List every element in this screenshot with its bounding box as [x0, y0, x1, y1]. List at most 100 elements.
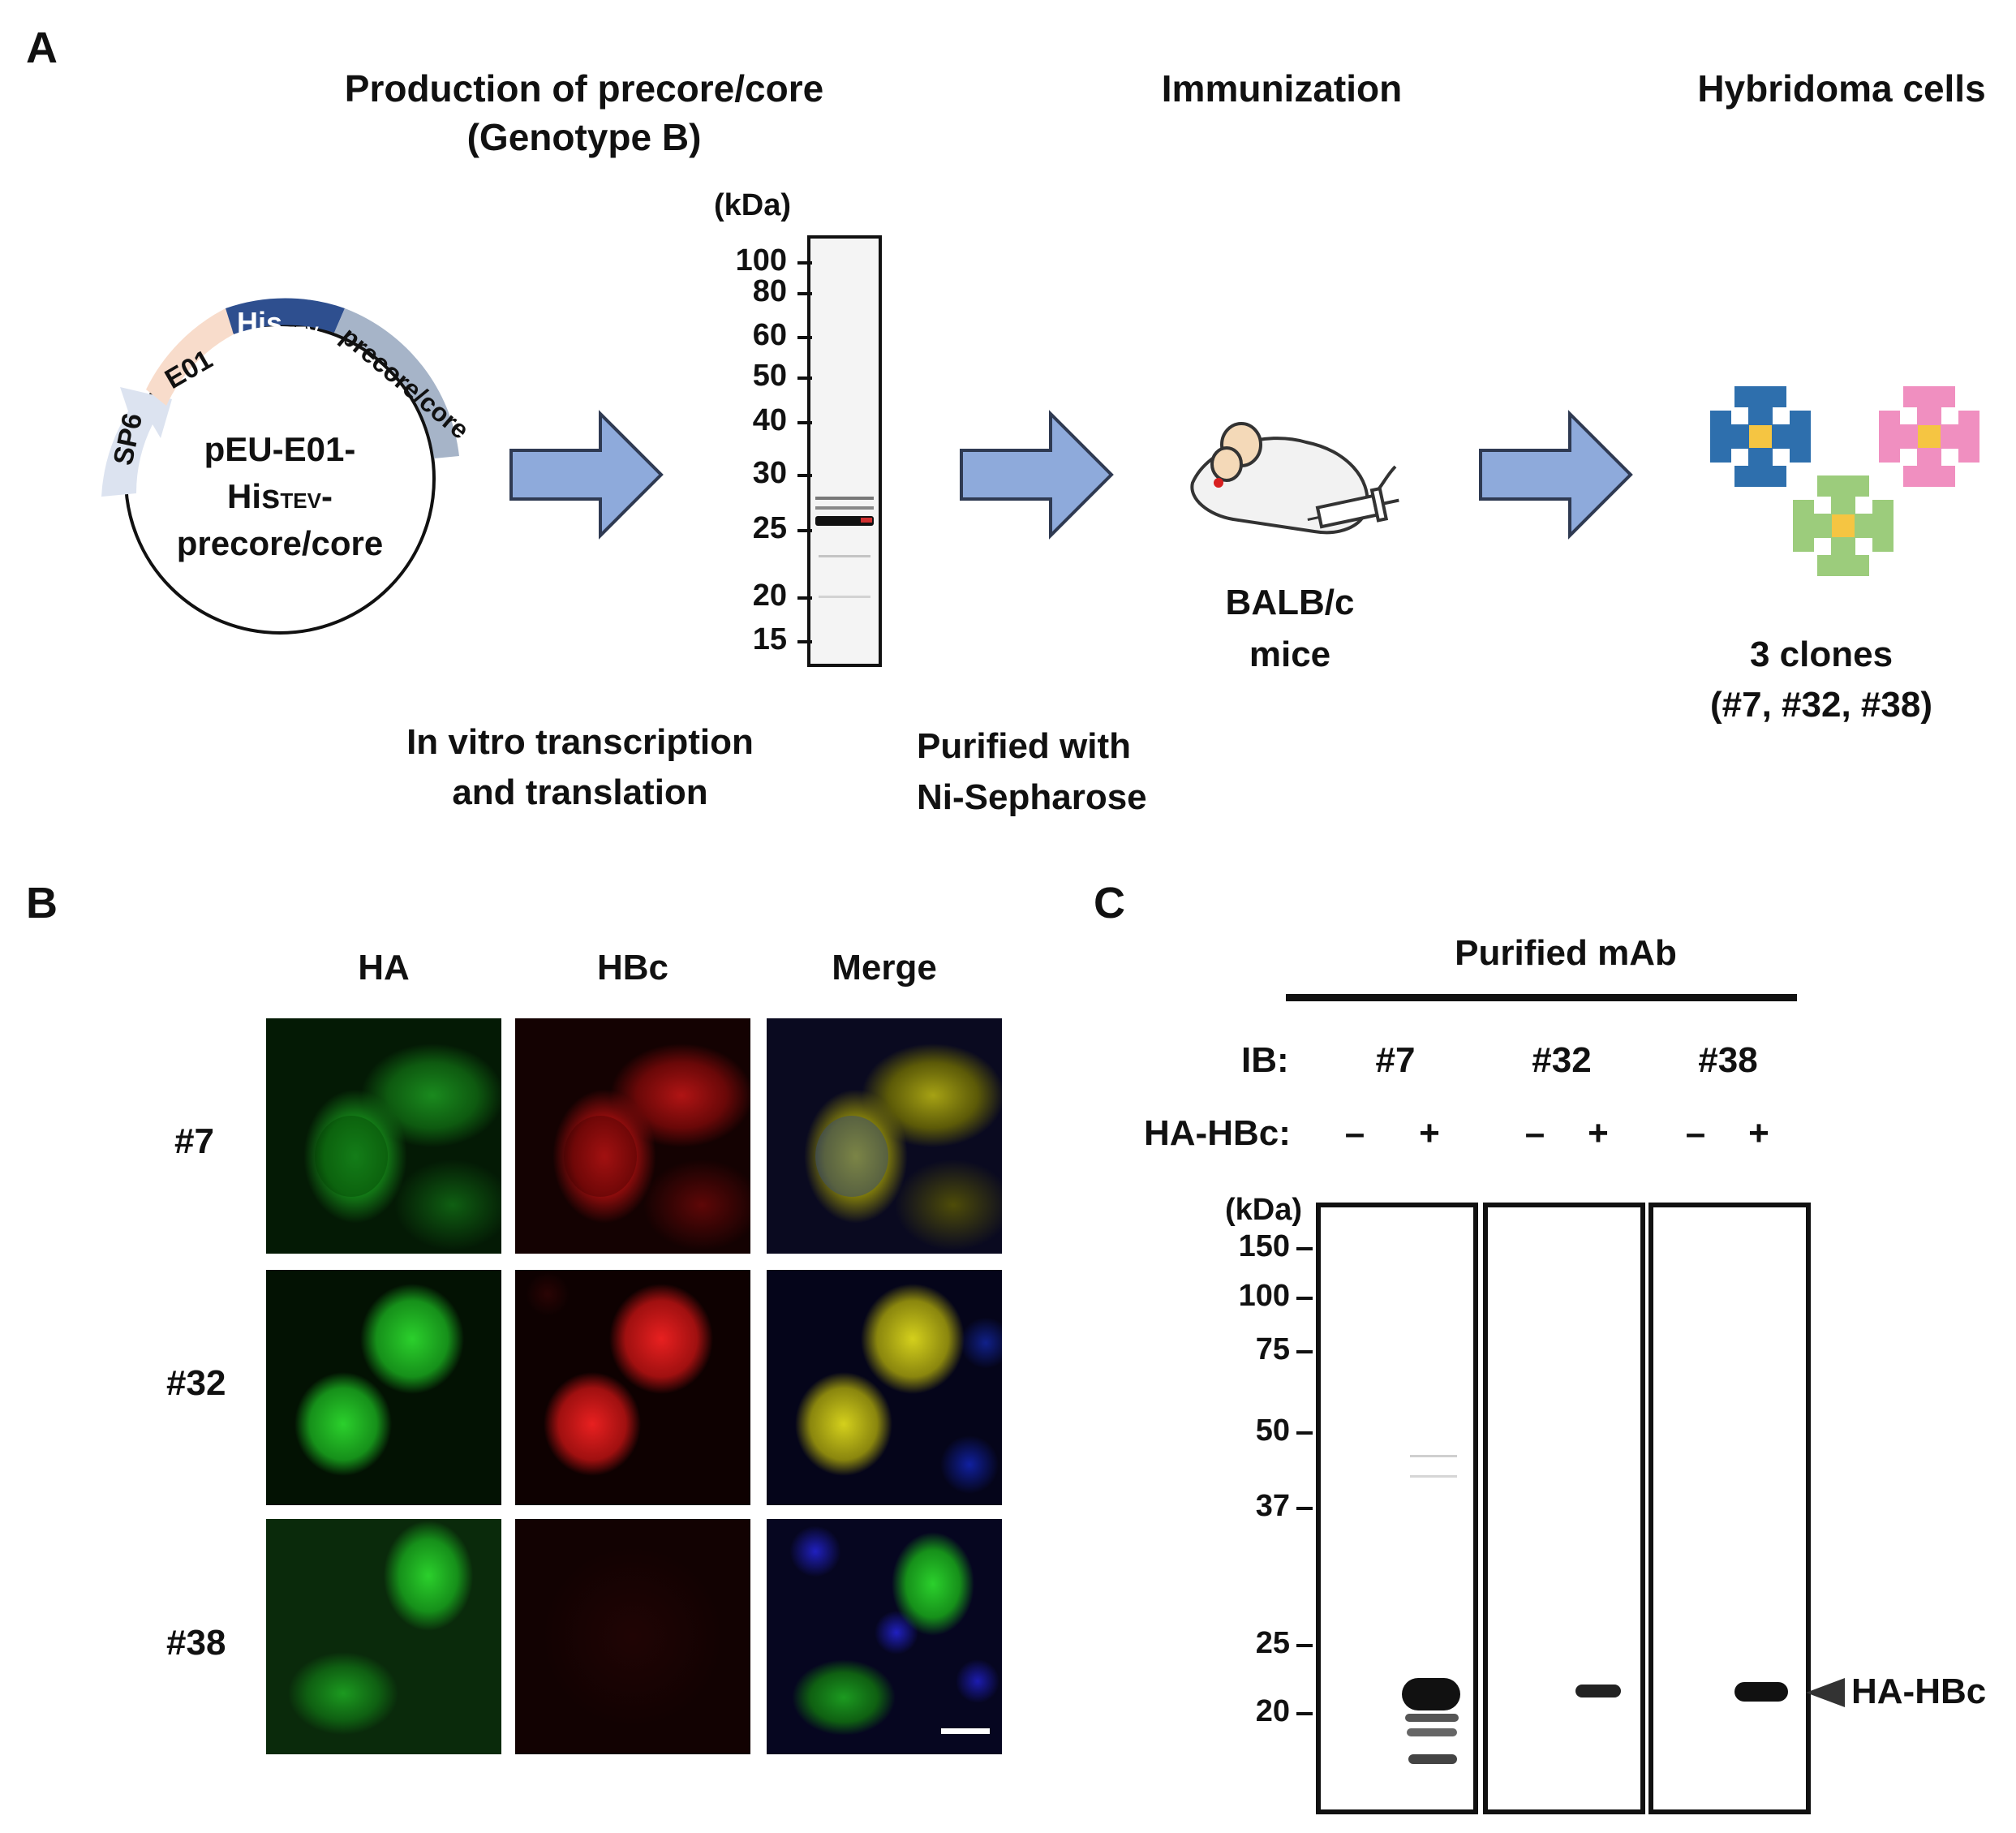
col-header-hbc: HBc — [596, 948, 669, 987]
hybridoma-title: Hybridoma cells — [1697, 67, 1986, 110]
sp6-segment — [101, 387, 172, 497]
production-title-line2: (Genotype B) — [466, 116, 702, 158]
col-header-merge: Merge — [832, 948, 937, 987]
blot-tick-75 — [1296, 1350, 1313, 1353]
his-sub-label: TEV — [284, 323, 319, 343]
image-ha-38 — [266, 1519, 501, 1754]
hybridoma-clones-icon — [1710, 386, 1979, 576]
sign-7-plus: + — [1419, 1113, 1440, 1153]
clone-pink — [1879, 386, 1979, 487]
clone-blue — [1710, 386, 1811, 487]
purified-mab-bar — [1286, 994, 1797, 1001]
precore-label: precore/core — [336, 321, 475, 445]
ib-clone-7: #7 — [1375, 1040, 1416, 1080]
step1-line2: and translation — [452, 772, 708, 812]
blot-38-band — [1734, 1682, 1788, 1702]
image-ha-7 — [266, 1018, 501, 1254]
sp6-label: SP6 — [108, 411, 149, 468]
image-hbc-38 — [515, 1519, 750, 1754]
gel-a-lane — [807, 235, 882, 667]
step1-line1: In vitro transcription — [406, 722, 754, 762]
blot-tick-150 — [1296, 1247, 1313, 1250]
immunization-title: Immunization — [1161, 67, 1403, 110]
panel-a-letter: A — [26, 24, 58, 72]
gel-a-marker-15: 15 — [752, 622, 787, 656]
gel-a-tick-15 — [797, 640, 812, 643]
ib-clone-38: #38 — [1698, 1040, 1758, 1080]
image-merge-32 — [767, 1270, 1002, 1505]
ib-label: IB: — [1241, 1040, 1289, 1080]
step2-line2: Ni-Sepharose — [917, 777, 1147, 817]
blot-tick-100 — [1296, 1297, 1313, 1300]
gel-a-marker-30: 30 — [752, 456, 787, 490]
blot-marker-25: 25 — [1255, 1626, 1290, 1660]
sign-32-plus: + — [1588, 1113, 1609, 1153]
gel-a-marker-50: 50 — [752, 359, 787, 393]
gel-a-unit: (kDa) — [714, 188, 792, 222]
gel-a-main-band — [815, 516, 874, 526]
gel-a-tick-30 — [797, 474, 812, 477]
blot-marker-37: 37 — [1255, 1489, 1290, 1523]
his-segment — [226, 298, 345, 334]
step2-line1: Purified with — [917, 726, 1131, 766]
clone-green — [1793, 475, 1893, 576]
sign-38-plus: + — [1748, 1113, 1769, 1153]
gel-a-tick-25 — [797, 529, 812, 532]
ib-clone-32: #32 — [1532, 1040, 1592, 1080]
blot-tick-20 — [1296, 1712, 1313, 1715]
band-arrowhead-icon — [1806, 1678, 1845, 1707]
plasmid-name-line3: precore/core — [176, 524, 384, 562]
gel-a-marker-20: 20 — [752, 579, 787, 613]
arrow-1 — [509, 410, 664, 540]
arrow-2 — [960, 410, 1114, 540]
image-merge-38 — [767, 1519, 1002, 1754]
purified-mab-header: Purified mAb — [1455, 933, 1677, 973]
panel-c-letter: C — [1094, 879, 1125, 927]
gel-a-marker-80: 80 — [752, 274, 787, 308]
gel-a-tick-50 — [797, 376, 812, 380]
blot-marker-100: 100 — [1238, 1279, 1290, 1313]
gel-a-marker-60: 60 — [752, 318, 787, 352]
col-header-ha: HA — [358, 948, 410, 987]
blot-marker-50: 50 — [1255, 1413, 1290, 1448]
sign-38-minus: – — [1685, 1113, 1706, 1153]
plasmid-name-line1: pEU-E01- — [204, 430, 356, 468]
blot-marker-150: 150 — [1238, 1229, 1290, 1263]
precore-segment — [334, 308, 459, 458]
gel-a-tick-100 — [797, 261, 812, 265]
blot-lane-38 — [1648, 1203, 1811, 1814]
blot-tick-37 — [1296, 1507, 1313, 1510]
image-hbc-7 — [515, 1018, 750, 1254]
production-title-line1: Production of precore/core — [344, 67, 824, 110]
image-hbc-32 — [515, 1270, 750, 1505]
band-label: HA-HBc — [1851, 1672, 1987, 1711]
mice-line1: BALB/c — [1225, 583, 1355, 622]
plasmid-map: SP6 E01 His TEV precore/core — [101, 298, 475, 635]
blot-tick-50 — [1296, 1431, 1313, 1435]
image-ha-32 — [266, 1270, 501, 1505]
blot-32-band — [1575, 1685, 1621, 1697]
gel-a-tick-40 — [797, 421, 812, 424]
sign-32-minus: – — [1524, 1113, 1545, 1153]
row-label-7: #7 — [174, 1121, 214, 1161]
blot-lane-7 — [1316, 1203, 1478, 1814]
sign-7-minus: – — [1344, 1113, 1365, 1153]
image-merge-7 — [767, 1018, 1002, 1254]
ha-hbc-label: HA-HBc: — [1144, 1113, 1291, 1153]
blot-marker-75: 75 — [1255, 1332, 1290, 1366]
row-label-32: #32 — [166, 1363, 226, 1403]
gel-a-tick-60 — [797, 336, 812, 339]
plasmid-name-line2: HisTEV- — [227, 477, 333, 515]
gel-a-tick-20 — [797, 596, 812, 600]
arrow-3 — [1479, 410, 1633, 540]
blot-7-band — [1402, 1678, 1460, 1710]
gel-c-unit: (kDa) — [1225, 1193, 1303, 1227]
clones-line1: 3 clones — [1749, 635, 1893, 674]
gel-a-marker-100: 100 — [735, 243, 787, 278]
gel-a-marker-40: 40 — [752, 403, 787, 437]
mice-line2: mice — [1249, 635, 1331, 674]
gel-a-tick-80 — [797, 292, 812, 295]
scale-bar — [941, 1728, 990, 1734]
clones-line2: (#7, #32, #38) — [1710, 685, 1932, 725]
his-label: His — [237, 306, 282, 339]
